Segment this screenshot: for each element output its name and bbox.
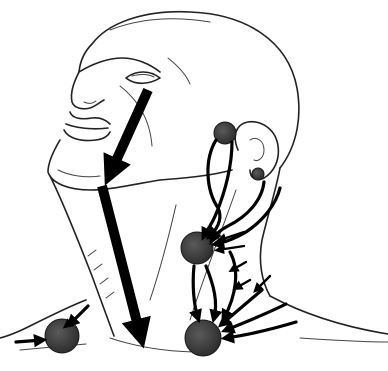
lymph-node-postauricular xyxy=(252,168,264,180)
arrow-icon-neck-descending xyxy=(102,186,140,334)
arrow-icon-face-to-neck xyxy=(111,90,148,172)
lymph-node-jugulodigastric xyxy=(181,232,213,264)
lymph-node-juguloomohyoid xyxy=(185,320,221,356)
lymph-node-supraclavicular xyxy=(45,319,79,353)
